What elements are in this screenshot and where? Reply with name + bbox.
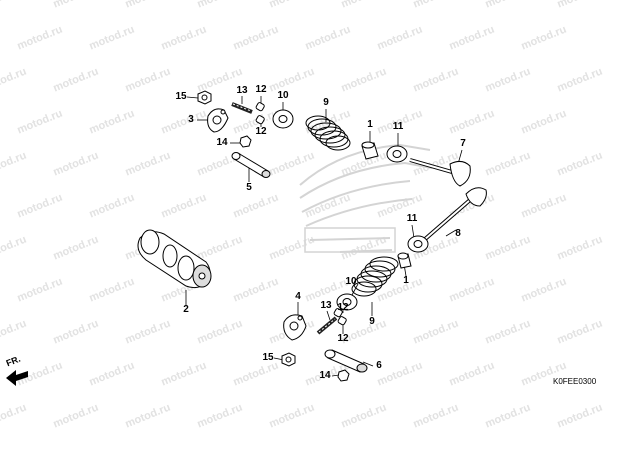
camshaft-part-2 bbox=[137, 229, 212, 289]
rocker-arm-part-4 bbox=[283, 314, 307, 341]
callout-4: 4 bbox=[295, 291, 301, 302]
adjusting-screw-part-13-upper bbox=[231, 102, 253, 114]
callout-11: 11 bbox=[392, 121, 404, 132]
callout-3: 3 bbox=[188, 114, 194, 125]
valve-stem-seal-part-1-upper bbox=[361, 141, 379, 160]
callout-9: 9 bbox=[369, 316, 375, 327]
nut-part-15-upper bbox=[197, 90, 212, 105]
callout-11: 11 bbox=[406, 213, 418, 224]
callout-12: 12 bbox=[255, 84, 267, 95]
diagram-code: K0FEE0300 bbox=[553, 377, 597, 386]
callout-5: 5 bbox=[246, 182, 252, 193]
callout-15: 15 bbox=[262, 352, 274, 363]
front-direction-arrow bbox=[6, 370, 28, 386]
valve-cotter-part-12-upper bbox=[255, 102, 265, 125]
callout-12: 12 bbox=[337, 302, 349, 313]
callout-1: 1 bbox=[367, 119, 373, 130]
exhaust-valve-part-8 bbox=[422, 187, 487, 242]
valve-spring-part-9-upper bbox=[305, 115, 351, 151]
callout-14: 14 bbox=[216, 137, 228, 148]
callout-7: 7 bbox=[460, 138, 466, 149]
callout-10: 10 bbox=[277, 90, 289, 101]
callout-6: 6 bbox=[376, 360, 382, 371]
callout-13: 13 bbox=[320, 300, 332, 311]
callout-10: 10 bbox=[345, 276, 357, 287]
spring-seat-part-11-lower bbox=[407, 235, 429, 253]
rocker-shaft-part-6 bbox=[324, 349, 368, 373]
callout-1: 1 bbox=[403, 275, 409, 286]
rocker-arm-part-3 bbox=[207, 108, 229, 133]
valve-cotter-part-12-lower bbox=[333, 308, 347, 326]
intake-valve-part-7 bbox=[409, 158, 471, 187]
brand-logo-watermark bbox=[299, 143, 433, 253]
callout-14: 14 bbox=[319, 370, 331, 381]
callout-8: 8 bbox=[455, 228, 461, 239]
callout-2: 2 bbox=[183, 304, 189, 315]
valve-stem-seal-part-1-lower bbox=[397, 252, 412, 269]
rocker-shaft-part-5-upper bbox=[231, 152, 271, 178]
adjusting-screw-part-13-lower bbox=[316, 316, 338, 335]
spring-retainer-part-10-upper bbox=[272, 109, 294, 129]
bolt-part-14-lower bbox=[337, 369, 350, 382]
callout-12: 12 bbox=[337, 333, 349, 344]
callout-12: 12 bbox=[255, 126, 267, 137]
spring-retainer-part-10-lower bbox=[336, 293, 358, 311]
valve-spring-part-9-lower bbox=[351, 256, 399, 297]
bolt-part-14-upper bbox=[239, 135, 252, 148]
callout-9: 9 bbox=[323, 97, 329, 108]
callout-15: 15 bbox=[175, 91, 187, 102]
callout-13: 13 bbox=[236, 85, 248, 96]
nut-part-15-lower bbox=[281, 352, 296, 367]
spring-seat-part-11-upper bbox=[386, 145, 408, 163]
